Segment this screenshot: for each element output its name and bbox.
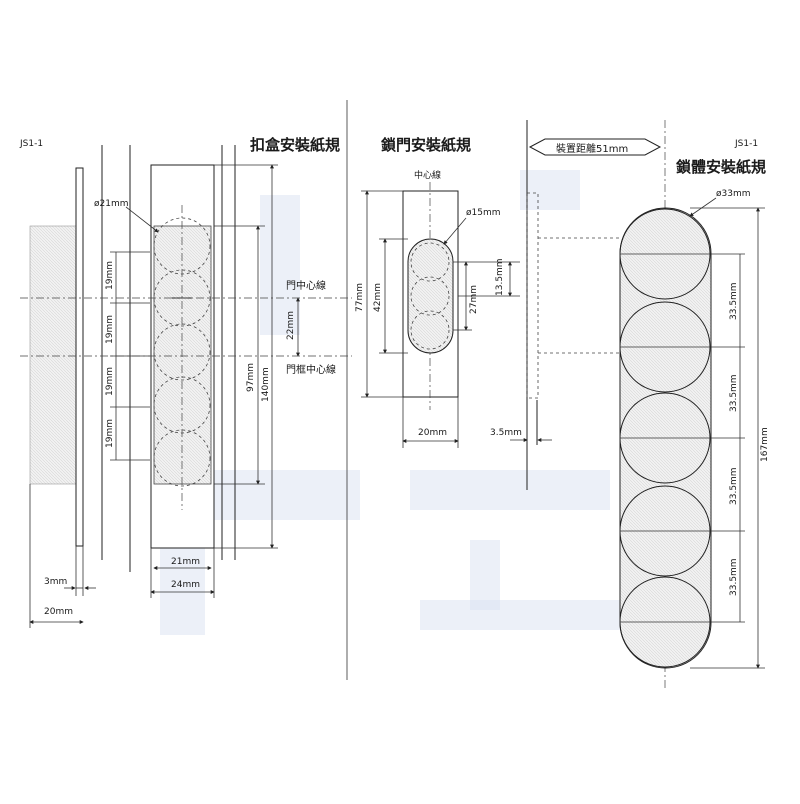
strike-hole bbox=[153, 429, 211, 487]
outer-height-label: 140mm bbox=[261, 367, 271, 402]
door-lock-slot bbox=[407, 238, 454, 354]
door-lock-edge-offset: 3.5mm bbox=[490, 428, 522, 438]
watermark bbox=[160, 170, 620, 635]
lock-body-spacing: 33.5mm bbox=[729, 467, 739, 505]
inner-height-label: 97mm bbox=[246, 363, 256, 392]
page-code-left: JS1-1 bbox=[19, 139, 43, 149]
lock-body-spacing: 33.5mm bbox=[729, 558, 739, 596]
lock-body-template: 裝置距離51mm 鎖體安裝紙規 ø33mm 33.5mm 33.5 bbox=[528, 120, 770, 690]
door-lock-holes bbox=[410, 242, 450, 350]
lock-body-spacing: 33.5mm bbox=[729, 374, 739, 412]
lock-body-spacing: 33.5mm bbox=[729, 282, 739, 320]
strike-spacing-label: 19mm bbox=[105, 315, 115, 344]
door-lock-half-pitch: 13.5mm bbox=[495, 258, 505, 296]
door-lock-hole bbox=[410, 242, 450, 282]
strike-box-template: 扣盒安裝紙規 ø21mm bbox=[20, 136, 352, 628]
strike-spacing-label: 19mm bbox=[105, 367, 115, 396]
door-lock-outer-height: 77mm bbox=[355, 283, 365, 312]
strike-spacing-label: 19mm bbox=[105, 261, 115, 290]
strike-hole bbox=[153, 269, 211, 327]
outer-width-label: 24mm bbox=[171, 580, 200, 590]
door-edge-dashed-box bbox=[526, 192, 539, 399]
door-lock-title: 鎖門安裝紙規 bbox=[381, 136, 471, 154]
center-offset-label: 22mm bbox=[286, 311, 296, 340]
frame-strip bbox=[75, 167, 84, 547]
frame-width-label: 20mm bbox=[44, 607, 73, 617]
page-code-right: JS1-1 bbox=[734, 139, 758, 149]
inner-width-label: 21mm bbox=[171, 557, 200, 567]
strike-hole bbox=[153, 217, 211, 275]
lock-body-title: 鎖體安裝紙規 bbox=[676, 158, 766, 176]
frame-center-label: 門框中心線 bbox=[286, 363, 336, 376]
install-distance-arrow bbox=[528, 138, 662, 156]
frame-gap-label: 3mm bbox=[44, 577, 67, 587]
door-frame-block bbox=[29, 225, 77, 485]
strike-holes bbox=[153, 217, 211, 487]
strike-spacing-label: 19mm bbox=[105, 419, 115, 448]
door-lock-hole bbox=[410, 310, 450, 350]
door-lock-center-label: 中心線 bbox=[414, 169, 441, 181]
door-lock-slot-height: 42mm bbox=[373, 283, 383, 312]
strike-hole-leader bbox=[125, 206, 159, 233]
lock-body-total-height: 167mm bbox=[760, 427, 770, 462]
door-lock-hole-diameter: ø15mm bbox=[466, 208, 501, 218]
door-lock-pitch: 27mm bbox=[469, 285, 479, 314]
door-lock-width: 20mm bbox=[418, 428, 447, 438]
door-lock-hole bbox=[410, 276, 450, 316]
lock-body-hole-axes bbox=[620, 253, 745, 623]
strike-hole bbox=[153, 376, 211, 434]
strike-box-title: 扣盒安裝紙規 bbox=[250, 136, 340, 154]
door-center-label: 門中心線 bbox=[286, 279, 326, 292]
door-lock-template: 鎖門安裝紙規 中心線 ø15mm 77mm 42mm 27mm 13.5mm bbox=[355, 120, 552, 490]
lock-body-hole-leader bbox=[689, 197, 717, 217]
lock-body-hole-diameter: ø33mm bbox=[716, 189, 751, 199]
install-distance: 裝置距離51mm bbox=[556, 142, 628, 155]
strike-hole bbox=[153, 323, 211, 381]
lock-body-spacing-dims: 33.5mm 33.5mm 33.5mm 33.5mm bbox=[729, 254, 741, 622]
strike-cutout bbox=[153, 225, 212, 485]
strike-hole-diameter: ø21mm bbox=[94, 199, 129, 209]
door-lock-hole-leader bbox=[443, 217, 467, 245]
